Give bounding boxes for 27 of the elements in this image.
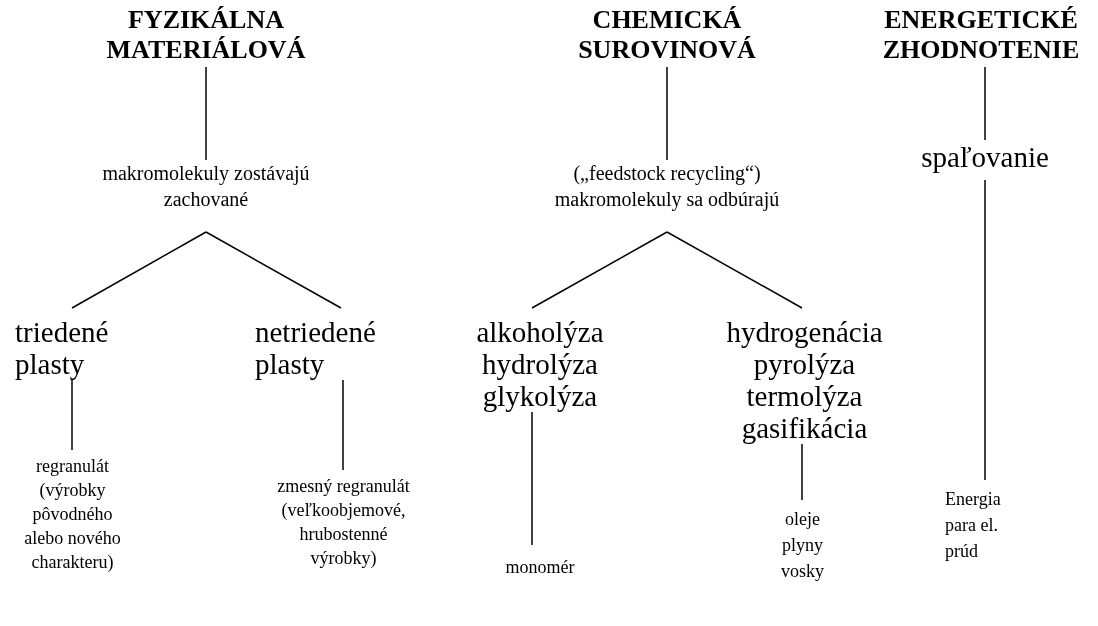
connector-line xyxy=(531,411,533,546)
category-heading: CHEMICKÁ SUROVINOVÁ xyxy=(577,5,757,65)
method-list: alkoholýza hydrolýza glykolýza xyxy=(465,316,615,412)
connector-line xyxy=(71,231,207,309)
branch-text: triedené plasty xyxy=(15,316,110,380)
connector-line xyxy=(984,179,986,481)
connector-line xyxy=(71,379,73,451)
product-text: Energia para el. prúd xyxy=(945,488,1002,563)
method-list: hydrogenácia pyrolýza termolýza gasifikácia xyxy=(712,316,897,444)
connector-line xyxy=(205,231,342,309)
connector-line xyxy=(205,66,207,161)
product-text: oleje plyny vosky xyxy=(780,508,825,583)
connector-line xyxy=(984,66,986,141)
product-text: zmesný regranulát (veľkoobjemové, hrubostenné výrobky) xyxy=(276,475,411,570)
connector-line xyxy=(801,443,803,501)
category-heading: FYZIKÁLNA MATERIÁLOVÁ xyxy=(105,5,307,65)
connector-line xyxy=(342,379,344,471)
description-text: („feedstock recycling“) makromolekuly sa odbúrajú xyxy=(553,161,781,212)
category-heading: ENERGETICKÉ ZHODNOTENIE xyxy=(881,5,1081,65)
connector-line xyxy=(666,66,668,161)
connector-line xyxy=(666,231,803,309)
process-text: spaľovanie xyxy=(920,140,1050,174)
description-text: makromolekuly zostávajú zachované xyxy=(101,161,311,212)
connector-line xyxy=(531,231,668,309)
branch-text: netriedené plasty xyxy=(255,316,377,380)
product-text: monomér xyxy=(504,556,576,579)
product-text: regranulát (výrobky pôvodného alebo nového charakteru) xyxy=(23,455,122,574)
